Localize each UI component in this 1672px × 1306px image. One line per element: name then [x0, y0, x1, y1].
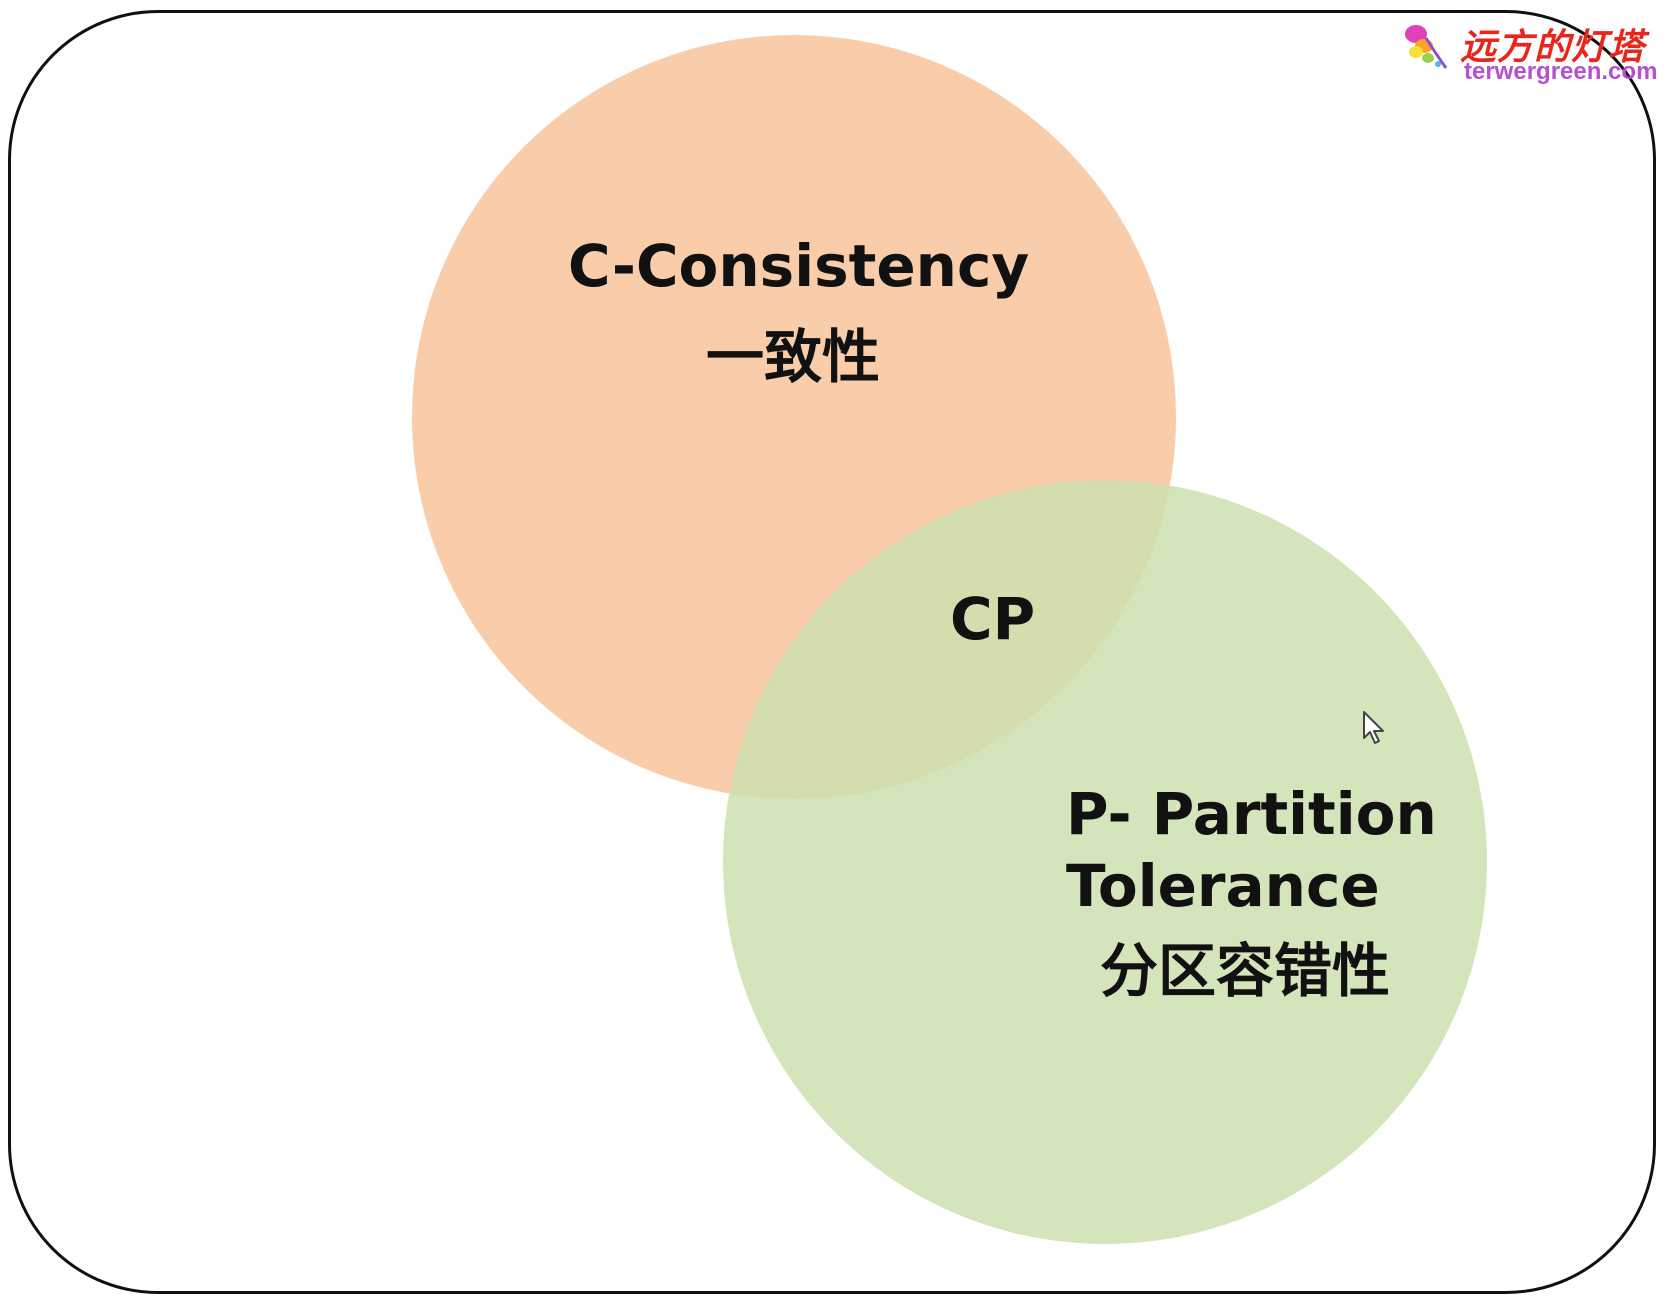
watermark: 远方的灯塔 terwergreen.com — [1402, 18, 1662, 88]
watermark-chinese-text: 远方的灯塔 — [1460, 26, 1646, 68]
partition-tolerance-circle — [723, 480, 1487, 1244]
partition-title-line1: P- Partition — [1066, 780, 1437, 848]
watermark-site-text: terwergreen.com — [1464, 58, 1658, 85]
butterfly-logo-icon — [1405, 25, 1448, 69]
partition-title-line2: Tolerance — [1066, 852, 1380, 920]
intersection-label: CP — [950, 585, 1036, 653]
partition-subtitle: 分区容错性 — [1100, 937, 1391, 1005]
mouse-cursor-icon — [1363, 711, 1384, 744]
consistency-subtitle: 一致性 — [706, 323, 881, 391]
consistency-title: C-Consistency — [568, 232, 1030, 300]
